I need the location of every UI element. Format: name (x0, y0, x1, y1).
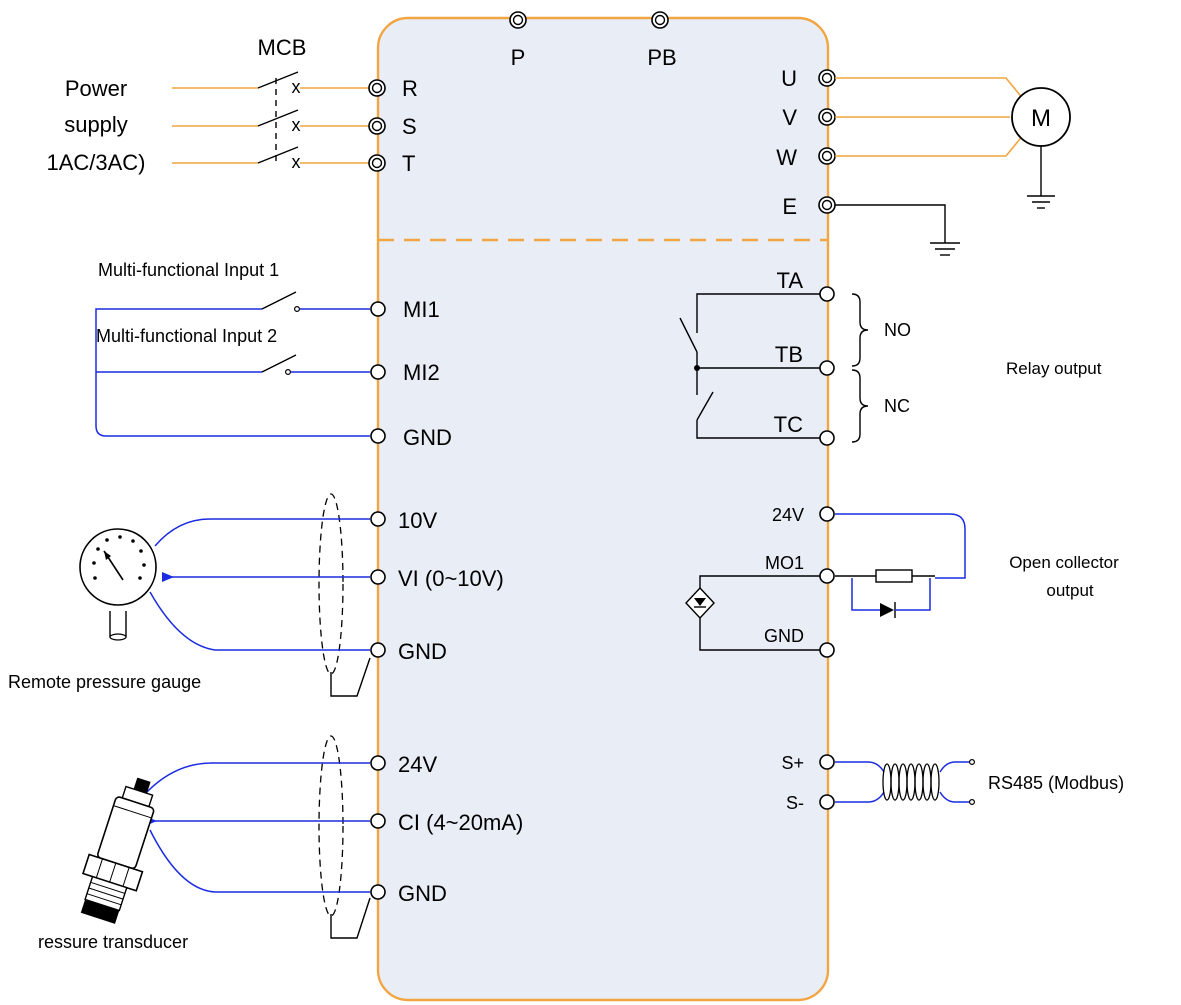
open-collector-title-line-1: Open collector (1009, 553, 1119, 572)
supply-line-1: Power (65, 76, 127, 101)
motor-wiring: M (835, 77, 1071, 256)
resistor-icon (875, 569, 913, 583)
terminal-w: W (776, 145, 797, 170)
analog-current-input: 24V CI (4~20mA) GND ressure transducer (38, 735, 523, 952)
input-2-label: Multi-functional Input 2 (96, 326, 277, 346)
terminal-p: P (509, 11, 527, 70)
top-terminals: P PB (509, 11, 677, 70)
terminal-s: S (402, 114, 417, 139)
svg-text:x: x (292, 152, 301, 172)
terminal-v: V (782, 105, 797, 130)
relay-output-label: Relay output (1006, 359, 1102, 378)
supply-line-3: 1AC/3AC) (46, 150, 145, 175)
terminal-s-minus: S- (786, 793, 804, 813)
pressure-gauge-label: Remote pressure gauge (8, 672, 201, 692)
terminal-mi1: MI1 (403, 297, 440, 322)
nc-label: NC (884, 396, 910, 416)
terminal-gnd: GND (403, 425, 452, 450)
terminal-mi2: MI2 (403, 360, 440, 385)
terminal-pb: PB (647, 11, 677, 70)
terminal-gnd: GND (398, 639, 447, 664)
diode-icon (880, 603, 894, 617)
terminal-s-plus: S+ (781, 753, 804, 773)
svg-text:x: x (292, 77, 301, 97)
shield-ellipse (318, 493, 344, 675)
terminal-vi: VI (0~10V) (398, 566, 504, 591)
no-label: NO (884, 320, 911, 340)
terminal-gnd: GND (398, 881, 447, 906)
terminal-10v: 10V (398, 508, 437, 533)
terminal-ta: TA (777, 268, 804, 293)
terminal-e: E (782, 194, 797, 219)
terminal-24v: 24V (398, 752, 437, 777)
terminal-mo1: MO1 (765, 553, 804, 573)
open-collector-title-line-2: output (1046, 581, 1094, 600)
open-collector-output: 24V MO1 GND Open collector output (685, 505, 1119, 658)
terminal-label: P (511, 45, 526, 70)
power-supply-label: Power supply 1AC/3AC) (46, 76, 145, 175)
input-1-label: Multi-functional Input 1 (98, 260, 279, 280)
terminal-u: U (781, 66, 797, 91)
output-terminals-uvwe: U V W E (776, 66, 836, 219)
inverter-panel (376, 16, 830, 1002)
nc-brace (851, 369, 869, 443)
analog-voltage-input: 10V VI (0~10V) GND Remote pressure gauge (8, 493, 504, 697)
pressure-transducer-icon (80, 777, 155, 924)
digital-inputs: Multi-functional Input 1 Multi-functiona… (95, 260, 452, 450)
mcb-breaker: x x x (172, 71, 369, 172)
terminal-gnd: GND (764, 626, 804, 646)
rs485-label: RS485 (Modbus) (988, 773, 1124, 793)
no-brace (851, 293, 869, 367)
motor-label: M (1031, 105, 1051, 132)
terminal-tc: TC (774, 412, 803, 437)
terminal-ci: CI (4~20mA) (398, 810, 523, 835)
terminal-label: PB (647, 45, 676, 70)
ground-icon (930, 242, 960, 256)
mcb-label: MCB (258, 35, 307, 60)
twisted-pair-icon (882, 763, 940, 801)
terminal-tb: TB (775, 342, 803, 367)
terminal-t: T (402, 151, 415, 176)
pressure-transducer-label: ressure transducer (38, 932, 188, 952)
shield-ellipse (318, 735, 344, 917)
supply-line-2: supply (64, 112, 128, 137)
terminal-24v: 24V (772, 505, 804, 525)
terminal-r: R (402, 76, 418, 101)
svg-text:x: x (292, 115, 301, 135)
ground-icon (1027, 195, 1055, 209)
rs485-comms: S+ S- RS485 (Modbus) (781, 753, 1124, 813)
input-terminals-rst: R S T (368, 76, 418, 176)
relay-output: TA TB TC NO NC Relay output (679, 268, 1102, 446)
pressure-gauge-icon (79, 528, 157, 641)
